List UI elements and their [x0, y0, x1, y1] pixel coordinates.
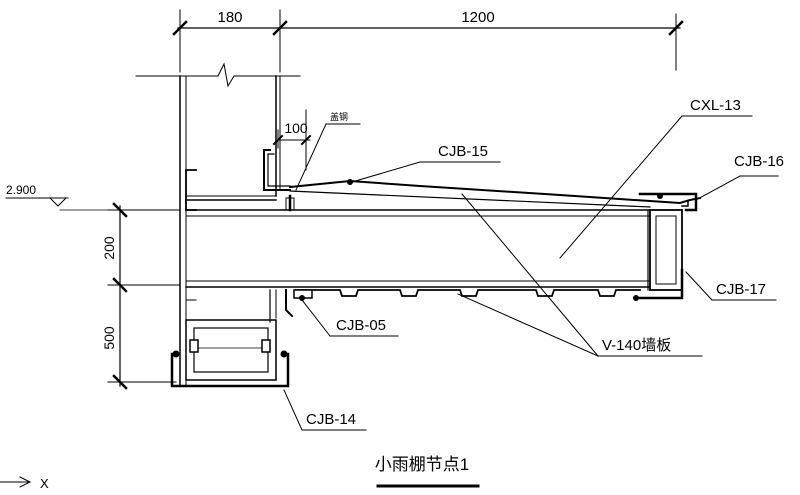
arrow-right-icon — [19, 476, 32, 488]
dim-100-label: 100 — [284, 120, 308, 136]
callout-v140: V-140墙板 — [457, 193, 703, 357]
dim-200-label: 200 — [101, 236, 117, 260]
elevation-label: 2.900 — [6, 183, 36, 197]
dim-500-label: 500 — [101, 326, 117, 350]
rivet-icon — [172, 350, 180, 358]
rivet-icon — [347, 179, 353, 185]
cjb14-label: CJB-14 — [306, 411, 356, 428]
cjb16-label: CJB-16 — [734, 153, 784, 170]
side-dimension: 200 500 — [101, 202, 181, 390]
dim-1200-label: 1200 — [461, 9, 494, 26]
cjb15-label: CJB-15 — [438, 143, 488, 160]
title-label: 小雨棚节点1 — [375, 455, 469, 474]
rivet-icon — [280, 350, 288, 358]
callout-cjb15: CJB-15 — [351, 143, 501, 183]
cxl13-label: CXL-13 — [690, 97, 741, 114]
v140-label: V-140墙板 — [602, 336, 671, 354]
axis-label: X — [40, 476, 49, 491]
cjb17-label: CJB-17 — [716, 281, 766, 298]
lower-beam — [170, 289, 290, 388]
gap-dimension: 100 — [272, 109, 312, 171]
elevation-marker: 2.900 — [5, 183, 121, 211]
callout-cjb05: CJB-05 — [301, 299, 399, 337]
rivet-icon — [299, 295, 305, 301]
canopy-beam — [185, 209, 683, 291]
callout-small-note: 盖钢 — [295, 111, 361, 191]
callout-cjb16: CJB-16 — [695, 153, 784, 201]
soffit-panel — [285, 268, 684, 318]
cjb05-label: CJB-05 — [336, 317, 386, 334]
callout-cjb14: CJB-14 — [283, 389, 367, 431]
dim-180-label: 180 — [217, 9, 242, 26]
rivet-icon — [633, 295, 639, 301]
rivet-icon — [657, 193, 663, 199]
callout-cjb17: CJB-17 — [685, 271, 777, 301]
roof-sheet — [285, 179, 702, 212]
drawing-title: 小雨棚节点1 — [375, 455, 480, 488]
small-note-label: 盖钢 — [330, 111, 348, 122]
top-dimension: 180 1200 — [172, 9, 684, 73]
callout-cxl13: CXL-13 — [559, 97, 753, 259]
axis-indicator: X — [0, 476, 49, 491]
